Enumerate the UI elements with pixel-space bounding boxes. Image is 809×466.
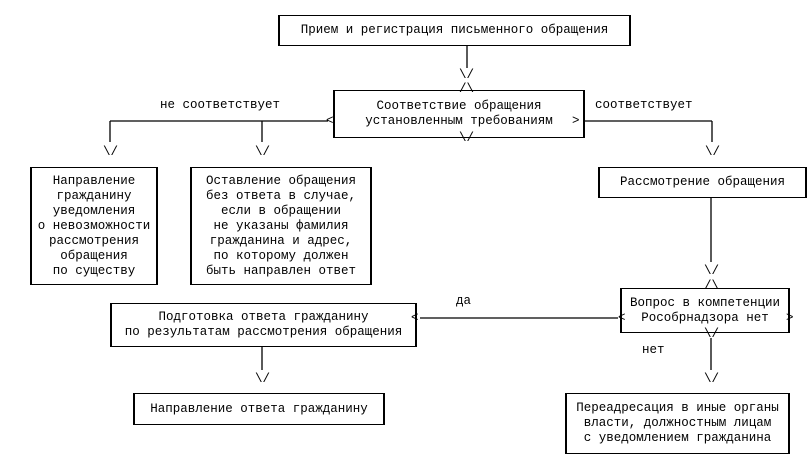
arrow-right-icon: > (572, 114, 580, 128)
arrow-right-icon: > (786, 311, 794, 325)
arrow-down-icon: \/ (255, 145, 271, 159)
node-notify: Направление гражданину уведомления о нев… (30, 167, 158, 285)
arrow-down-icon: \/ (705, 145, 721, 159)
arrow-down-icon: \/ (459, 68, 475, 82)
arrow-up-icon: /\ (459, 82, 475, 96)
node-competence: Вопрос в компетенции Рособрнадзора нет (620, 288, 790, 333)
label-not-match: не соответствует (160, 98, 281, 112)
arrow-left-icon: < (411, 311, 419, 325)
arrow-down-icon: \/ (704, 264, 720, 278)
node-check: Соответствие обращения установленным тре… (333, 90, 585, 138)
node-receive: Прием и регистрация письменного обращени… (278, 15, 631, 46)
label-yes: да (456, 294, 472, 308)
arrow-down-icon: \/ (704, 372, 720, 386)
node-send: Направление ответа гражданину (133, 393, 385, 425)
node-prepare: Подготовка ответа гражданину по результа… (110, 303, 417, 347)
label-match: соответствует (595, 98, 693, 112)
arrow-up-icon: /\ (704, 279, 720, 293)
arrow-down-icon: \/ (103, 145, 119, 159)
node-review: Рассмотрение обращения (598, 167, 807, 198)
arrow-left-icon: < (326, 114, 334, 128)
arrow-left-icon: < (618, 311, 626, 325)
node-leave: Оставление обращения без ответа в случае… (190, 167, 372, 285)
node-redirect: Переадресация в иные органы власти, долж… (565, 393, 790, 454)
arrow-down-icon: \/ (459, 131, 475, 145)
label-no: нет (642, 343, 665, 357)
arrow-down-icon: \/ (255, 372, 271, 386)
arrow-down-icon: \/ (704, 327, 720, 341)
